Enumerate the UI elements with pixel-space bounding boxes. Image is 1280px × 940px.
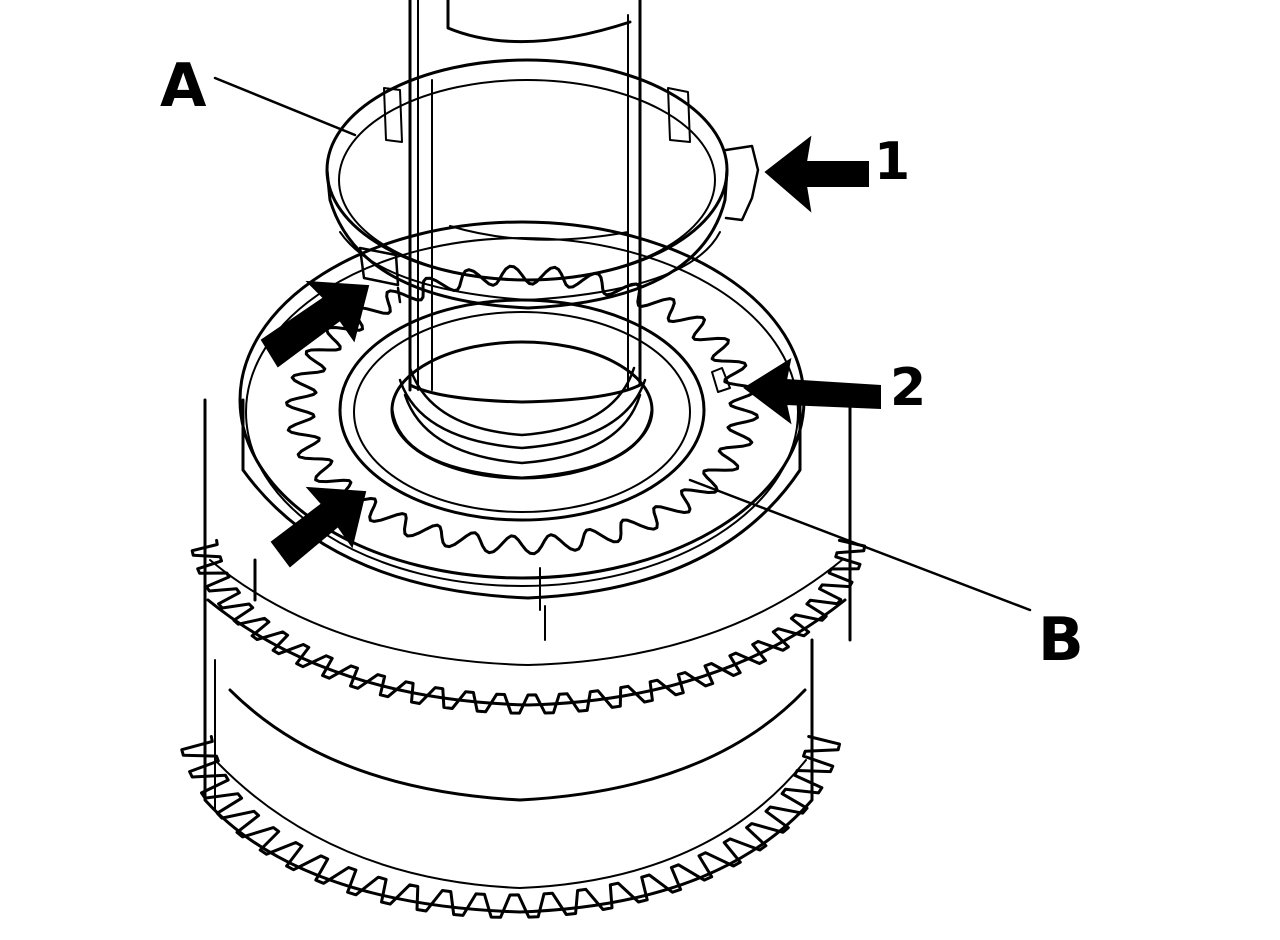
arrow-lower-left-icon xyxy=(270,486,367,568)
threaded-shaft xyxy=(390,340,654,480)
leader-line-a xyxy=(213,76,357,137)
callout-label-1: 1 xyxy=(874,132,911,192)
arrow-2-icon xyxy=(743,357,881,425)
middle-gear xyxy=(190,398,867,715)
main-shaft xyxy=(408,0,642,404)
lower-helical-gear xyxy=(180,638,841,919)
arrow-upper-left-icon xyxy=(260,280,370,368)
callout-label-2: 2 xyxy=(890,358,927,418)
snap-ring-a xyxy=(325,58,760,310)
leader-lines xyxy=(213,76,1032,612)
callout-label-a: A xyxy=(160,51,207,121)
callout-label-b: B xyxy=(1038,605,1084,675)
indicator-arrows xyxy=(260,135,881,568)
leader-line-b xyxy=(688,478,1032,612)
arrow-1-icon xyxy=(764,135,869,213)
